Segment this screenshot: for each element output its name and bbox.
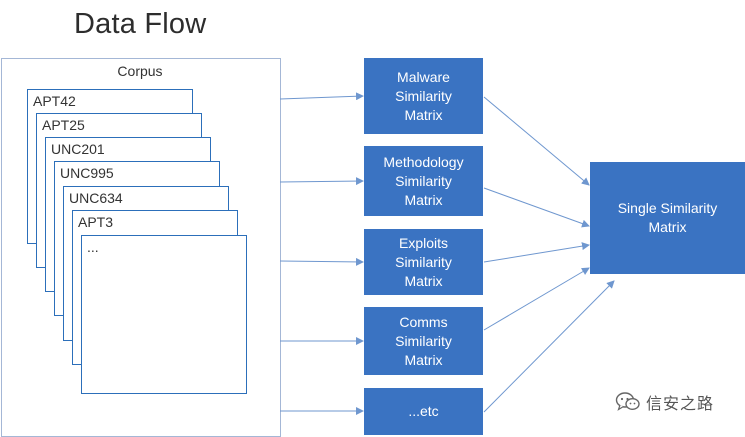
box-label-line: Similarity [395,172,452,189]
methodology-similarity-matrix-box: Methodology Similarity Matrix [364,146,483,216]
arrow-corpus-to-methodology [279,177,364,186]
watermark-text: 信安之路 [646,394,715,413]
comms-similarity-matrix-box: Comms Similarity Matrix [364,307,483,375]
arrow-comms-to-single [483,267,590,331]
box-label-line: Single Similarity [617,200,718,216]
box-label-line: Matrix [648,219,687,235]
box-label-line: Malware [397,68,450,85]
document-label: ... [87,239,99,255]
box-label-line: Matrix [404,351,443,368]
box-label-line: Methodology [383,153,464,170]
document-label: APT42 [33,93,76,109]
document-label: UNC634 [69,190,123,206]
box-label-line: Matrix [404,106,443,123]
box-label-line: Similarity [395,332,452,349]
arrow-malware-to-single [483,96,590,186]
exploits-similarity-matrix-box: Exploits Similarity Matrix [364,229,483,295]
wechat-bubble-icon [615,391,641,413]
box-label-line: Similarity [395,253,452,270]
document-label: APT25 [42,117,85,133]
corpus-label: Corpus [117,63,163,79]
etc-matrix-box: ...etc [364,388,483,435]
box-label-line: Similarity [395,87,452,104]
box-label-line: Matrix [404,272,443,289]
single-similarity-matrix-box: Single Similarity Matrix [590,162,745,274]
document-label: APT3 [78,214,114,230]
malware-similarity-matrix-box: Malware Similarity Matrix [364,58,483,134]
document-label: UNC201 [51,141,105,157]
box-label-line: Comms [399,313,448,330]
arrow-exploits-to-single [483,242,590,263]
arrow-methodology-to-single [483,187,590,228]
diagram-title: Data Flow [74,8,207,40]
box-label-line: Exploits [398,234,449,251]
arrow-corpus-to-malware [279,92,364,101]
document-label: UNC995 [60,165,114,181]
box-label-line: ...etc [408,403,439,419]
watermark: 信安之路 [615,390,714,414]
corpus-document: ... [81,235,247,394]
arrow-etc-to-single [483,280,615,413]
arrow-corpus-to-exploits [279,257,364,266]
box-label-line: Matrix [404,191,443,208]
